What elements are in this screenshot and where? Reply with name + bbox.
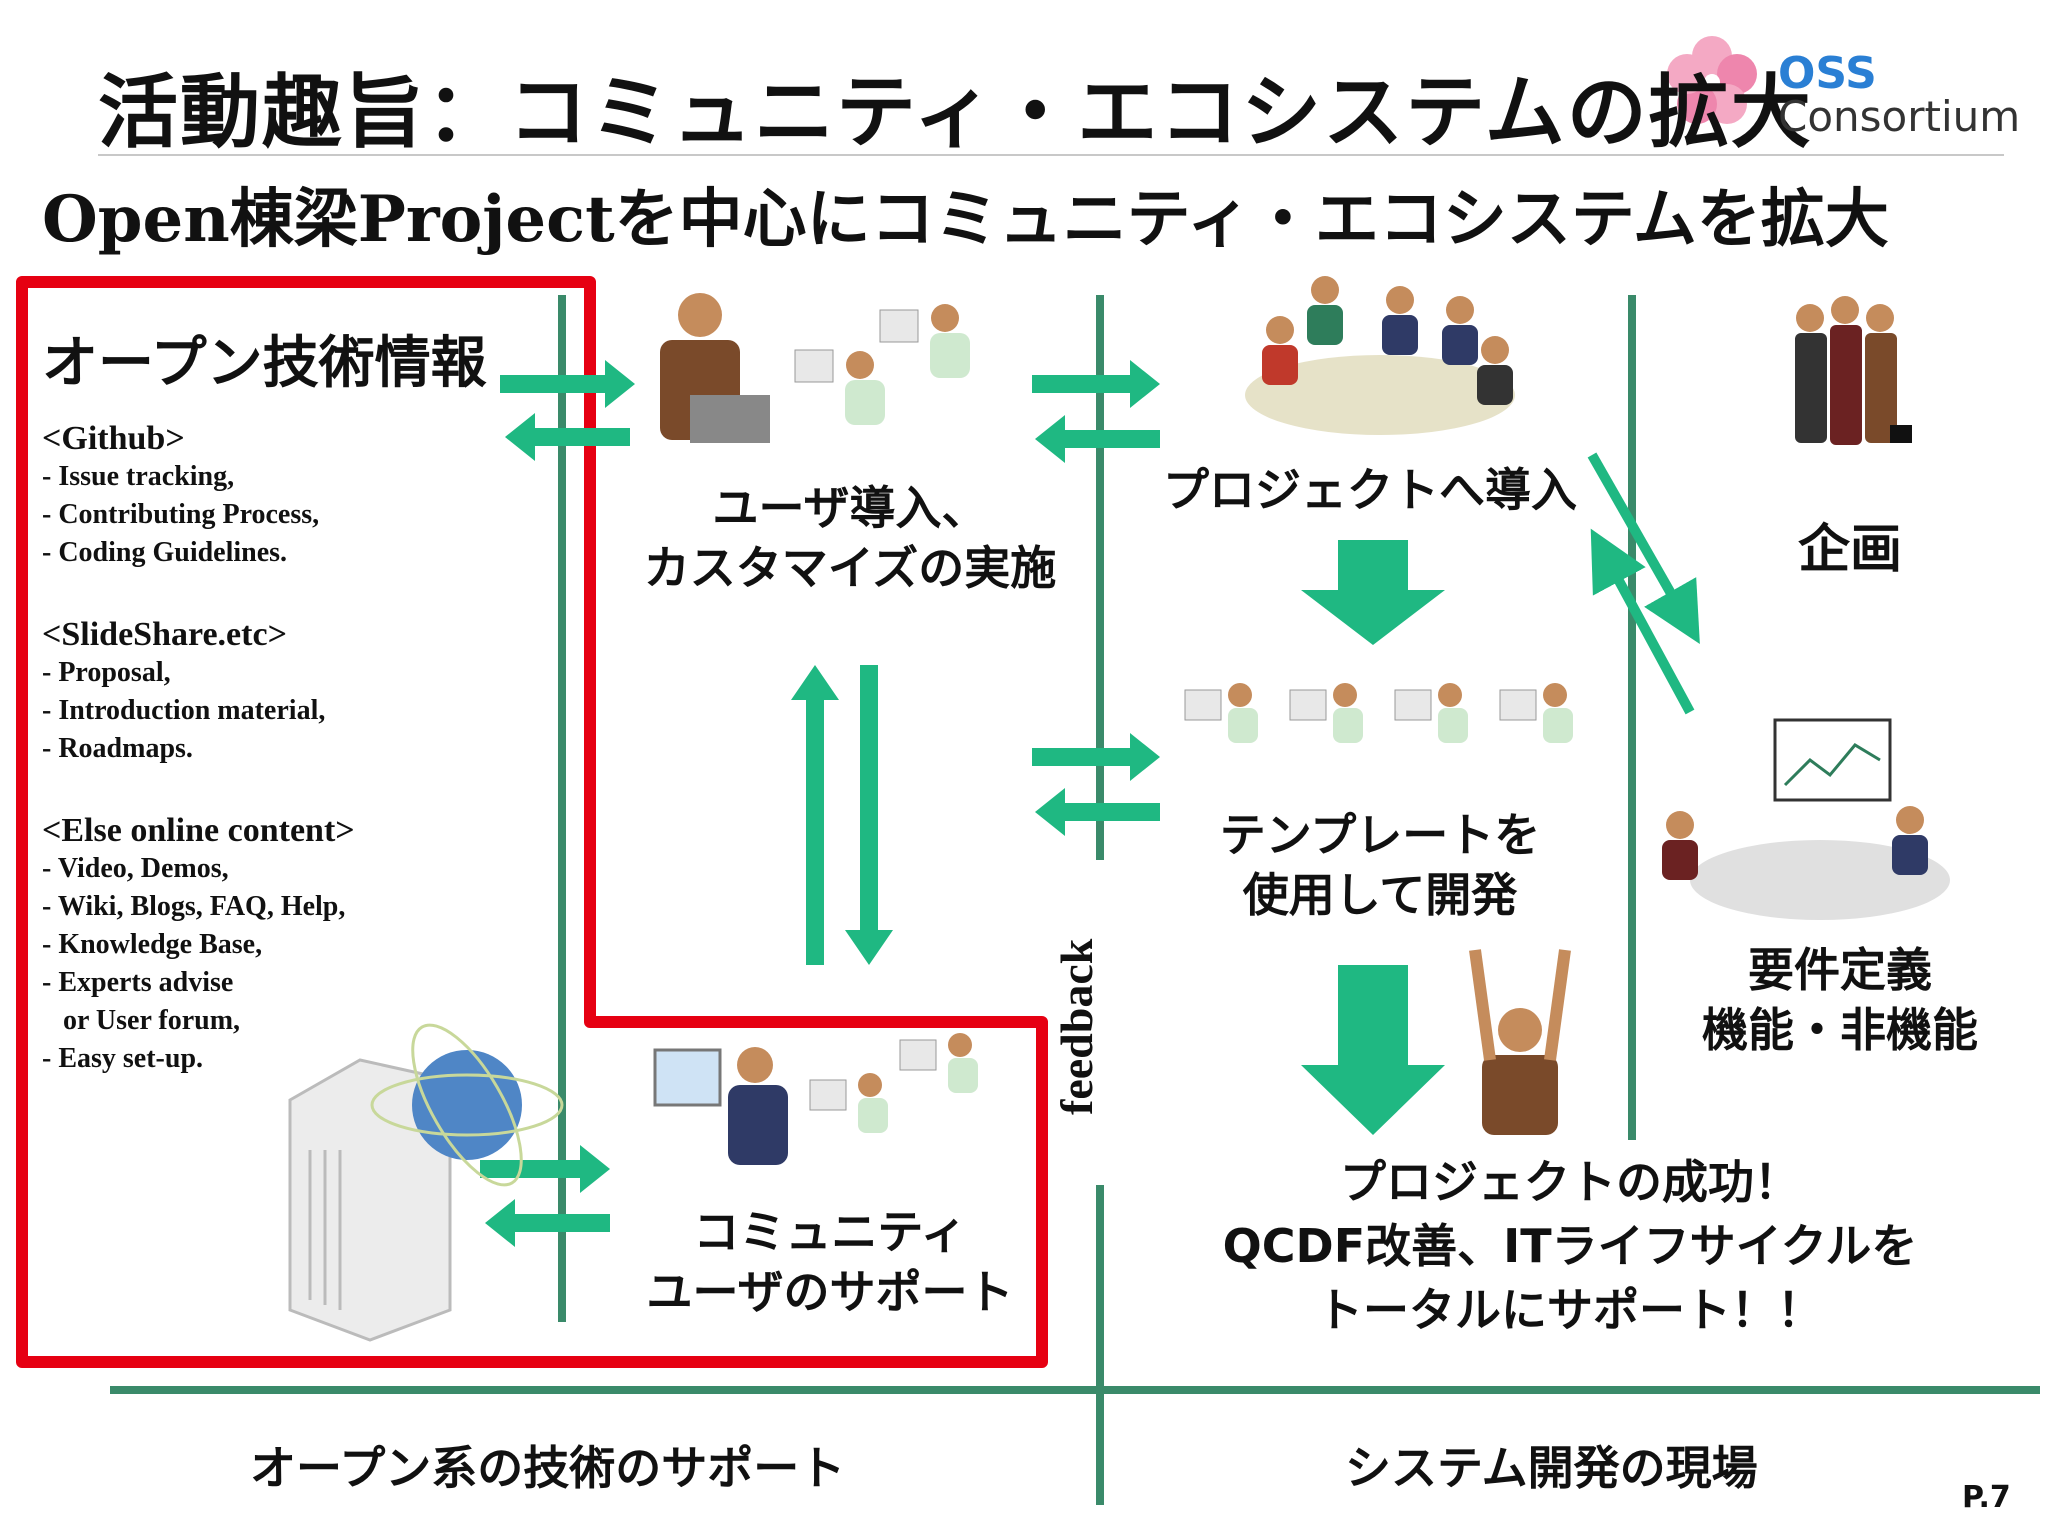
node-user-intro-line1: ユーザ導入、	[712, 481, 988, 535]
node-req-line2: 機能・非機能	[1702, 1003, 1978, 1057]
node-project-intro: プロジェクトへ導入	[1163, 463, 1577, 517]
node-requirements: 要件定義 機能・非機能	[1660, 940, 2020, 1060]
workers-at-computers-icon	[794, 304, 970, 425]
info-item: - Video, Demos,	[42, 853, 229, 884]
highlight-border	[16, 276, 1048, 1368]
info-item: - Experts advise	[42, 967, 234, 998]
node-community-line1: コミュニティ	[693, 1205, 967, 1259]
business-person-laptop-icon	[660, 293, 770, 443]
info-group-tag: <Else online content>	[42, 812, 355, 849]
info-item: - Contributing Process,	[42, 499, 320, 530]
info-item: - Easy set-up.	[42, 1043, 204, 1074]
info-item: - Introduction material,	[42, 695, 326, 726]
meeting-table-icon	[1245, 276, 1515, 435]
node-template-dev: テンプレートを 使用して開発	[1160, 805, 1600, 925]
footer-left-label: オープン系の技術のサポート	[250, 1441, 846, 1495]
info-item: - Proposal,	[42, 657, 171, 688]
info-item: - Wiki, Blogs, FAQ, Help,	[42, 891, 346, 922]
info-group-slideshare: <SlideShare.etc> - Proposal, - Introduct…	[42, 616, 325, 768]
node-success-line1: プロジェクトの成功！	[1340, 1155, 1800, 1209]
arrows-user-community-vertical	[791, 665, 893, 965]
footer-right-label: システム開発の現場	[1345, 1441, 1758, 1495]
node-project-success: プロジェクトの成功！ QCDF改善、ITライフサイクルを トータルにサポート！！	[1140, 1150, 2000, 1342]
arrows-server-to-community	[480, 1145, 610, 1247]
node-template-line1: テンプレートを	[1219, 808, 1541, 862]
presentation-meeting-icon	[1662, 718, 1950, 920]
logo-oss-text: OSS	[1778, 48, 1877, 99]
feedback-label: feedback	[1051, 938, 1102, 1115]
arrows-info-to-user	[500, 360, 635, 461]
sakura-logo-icon	[1667, 36, 1757, 124]
arrows-user-to-project	[1032, 360, 1160, 463]
node-success-line3: トータルにサポート！！	[1317, 1283, 1823, 1337]
info-item: - Issue tracking,	[42, 461, 235, 492]
page-title: 活動趣旨：コミュニティ・エコシステムの拡大	[98, 66, 1813, 159]
info-item: - Knowledge Base,	[42, 929, 263, 960]
node-user-intro-line2: カスタマイズの実施	[643, 541, 1057, 595]
node-community-line2: ユーザのサポート	[646, 1265, 1014, 1319]
page-subtitle: Open棟梁Projectを中心にコミュニティ・エコシステムを拡大	[42, 182, 1889, 257]
server-globe-icon	[288, 1023, 564, 1342]
page-number: P.7	[1962, 1480, 2011, 1515]
node-success-line2: QCDF改善、ITライフサイクルを	[1222, 1219, 1918, 1273]
info-item: or User forum,	[42, 1005, 241, 1036]
info-group-else-online: <Else online content> - Video, Demos, - …	[42, 812, 355, 1078]
node-req-line1: 要件定義	[1748, 943, 1932, 997]
info-group-github: <Github> - Issue tracking, - Contributin…	[42, 420, 319, 572]
diag-arrow-down	[1587, 452, 1700, 645]
node-user-intro: ユーザ導入、 カスタマイズの実施	[620, 478, 1080, 598]
arrows-to-template	[1032, 733, 1160, 836]
down-arrow-template-to-success	[1301, 965, 1445, 1135]
open-tech-info-heading: オープン技術情報	[42, 331, 487, 396]
celebrating-person-icon	[1469, 949, 1571, 1135]
handshake-people-icon	[1795, 296, 1912, 445]
info-item: - Coding Guidelines.	[42, 537, 288, 568]
down-arrow-project-to-template	[1301, 540, 1445, 645]
node-template-line2: 使用して開発	[1242, 868, 1518, 922]
node-community-support: コミュニティ ユーザのサポート	[610, 1202, 1050, 1322]
info-item: - Roadmaps.	[42, 733, 193, 764]
developers-row-icon	[1184, 683, 1573, 743]
logo-consortium-text: Consortium	[1778, 92, 2021, 141]
diag-arrow-up	[1590, 528, 1695, 715]
header-rule	[98, 154, 2004, 156]
info-group-tag: <SlideShare.etc>	[42, 616, 287, 653]
info-group-tag: <Github>	[42, 420, 185, 457]
video-call-icon	[653, 1033, 978, 1165]
node-planning: 企画	[1797, 520, 1902, 580]
